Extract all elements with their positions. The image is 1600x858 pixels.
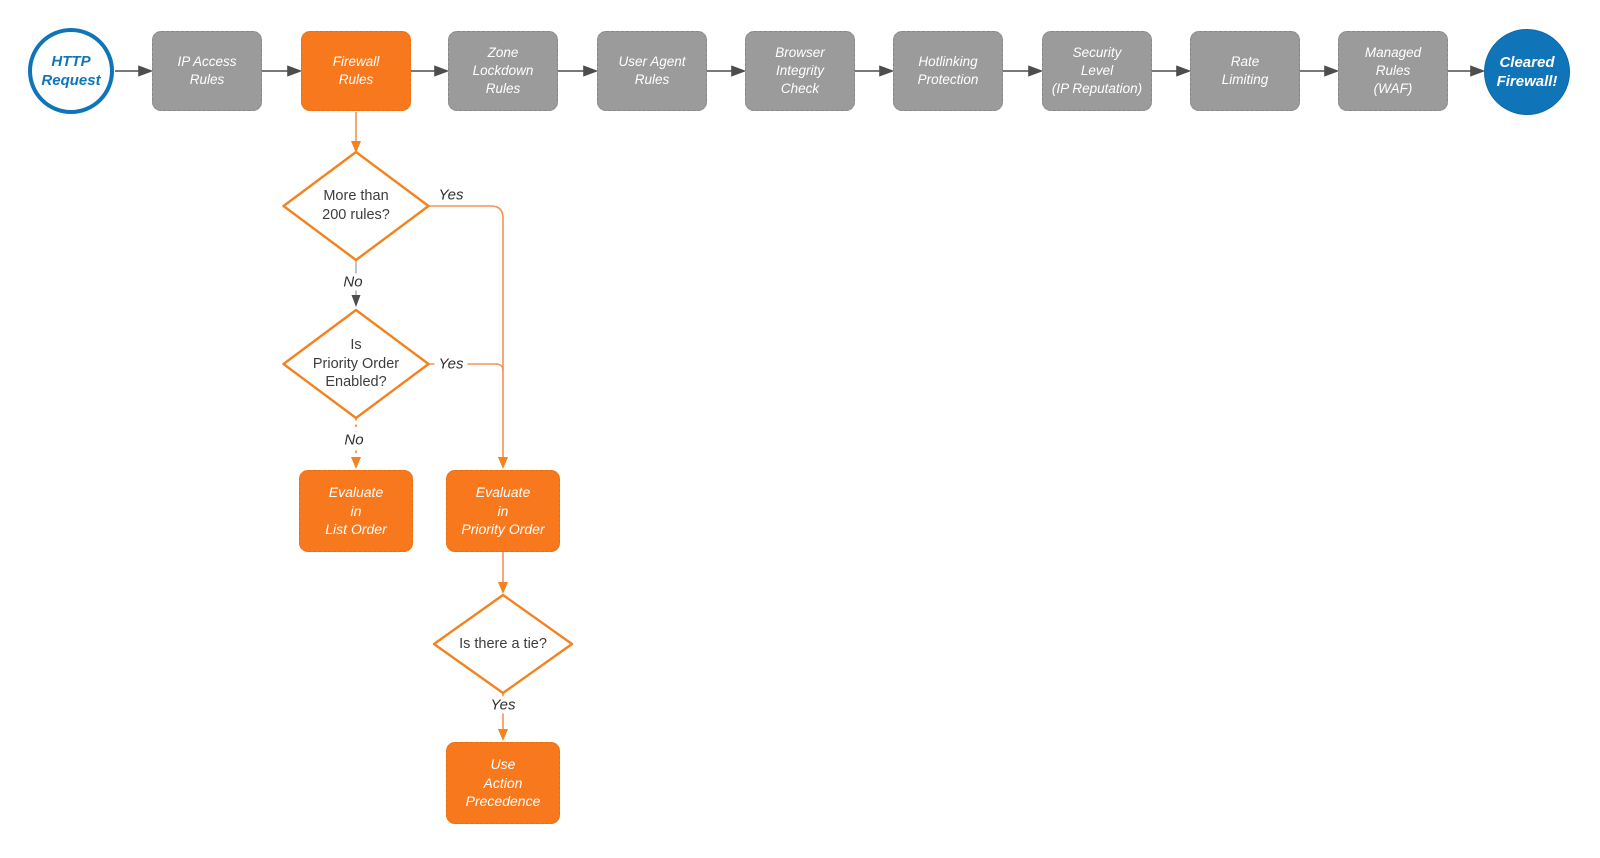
- node-label: Use Action Precedence: [465, 755, 541, 810]
- node-rate-limiting: Rate Limiting: [1190, 31, 1300, 111]
- node-cleared-firewall: Cleared Firewall!: [1484, 29, 1570, 115]
- node-http-request: HTTP Request: [28, 28, 114, 114]
- node-label: Evaluate in List Order: [325, 483, 387, 538]
- node-managed-rules-waf: Managed Rules (WAF): [1338, 31, 1448, 111]
- diamond-more-than-200: [282, 150, 430, 262]
- diamond-tie: [432, 593, 574, 695]
- decision-diamonds: [282, 150, 574, 695]
- node-label: Security Level (IP Reputation): [1051, 44, 1143, 97]
- node-browser-integrity-check: Browser Integrity Check: [745, 31, 855, 111]
- node-label: User Agent Rules: [618, 53, 686, 87]
- node-label: Evaluate in Priority Order: [461, 483, 545, 538]
- decision-question: Is Priority Order Enabled?: [312, 336, 400, 391]
- node-firewall-rules: Firewall Rules: [301, 31, 411, 111]
- node-evaluate-in-list-order: Evaluate in List Order: [299, 470, 413, 552]
- node-label: Zone Lockdown Rules: [472, 44, 534, 97]
- node-label: Firewall Rules: [332, 53, 380, 87]
- node-label: Hotlinking Protection: [917, 53, 979, 87]
- edge-label-yes-2: Yes: [434, 355, 468, 373]
- decision-question: Is there a tie?: [459, 635, 547, 652]
- node-evaluate-in-priority-order: Evaluate in Priority Order: [446, 470, 560, 552]
- branch-connectors: [351, 112, 508, 741]
- edge-label-no-1: No: [339, 273, 367, 291]
- edge-label-yes-1: Yes: [434, 186, 468, 204]
- diamond-priority-enabled: [282, 308, 430, 420]
- node-hotlinking-protection: Hotlinking Protection: [893, 31, 1003, 111]
- node-label: Browser Integrity Check: [775, 44, 825, 97]
- decision-question: More than 200 rules?: [322, 188, 390, 223]
- edge-label-no-2: No: [340, 431, 368, 449]
- decision-more-than-200-rules: More than 200 rules?: [283, 152, 429, 260]
- node-label: IP Access Rules: [177, 53, 237, 87]
- node-label: Cleared Firewall!: [1496, 53, 1558, 91]
- node-ip-access-rules: IP Access Rules: [152, 31, 262, 111]
- node-security-level: Security Level (IP Reputation): [1042, 31, 1152, 111]
- node-label: Rate Limiting: [1221, 53, 1269, 87]
- edge-label-yes-3: Yes: [486, 696, 520, 714]
- decision-is-there-a-tie: Is there a tie?: [434, 595, 572, 693]
- node-zone-lockdown-rules: Zone Lockdown Rules: [448, 31, 558, 111]
- node-label: Managed Rules (WAF): [1364, 44, 1422, 97]
- node-user-agent-rules: User Agent Rules: [597, 31, 707, 111]
- node-use-action-precedence: Use Action Precedence: [446, 742, 560, 824]
- decision-priority-order-enabled: Is Priority Order Enabled?: [283, 310, 429, 418]
- node-label: HTTP Request: [41, 52, 101, 90]
